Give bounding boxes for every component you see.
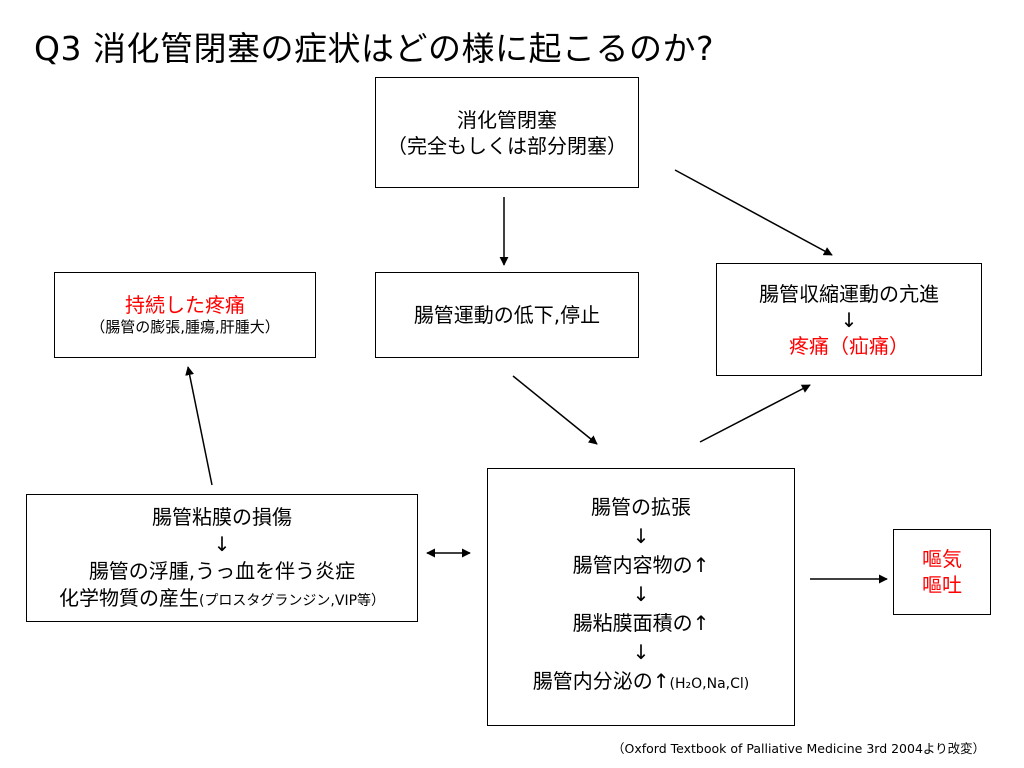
blockage-label: 消化管閉塞 xyxy=(457,107,557,132)
down-arrow-icon: ↓ xyxy=(632,524,650,548)
secretion-increase-main: 腸管内分泌の↑ xyxy=(532,669,670,693)
chemical-production-main: 化学物質の産生 xyxy=(58,586,199,610)
down-arrow-icon: ↓ xyxy=(632,640,650,664)
contents-increase-label: 腸管内容物の↑ xyxy=(572,553,710,577)
arrow-motility-to-dilation xyxy=(512,375,598,445)
arrow-mucosa-to-pain xyxy=(185,366,213,486)
citation-source: （Oxford Textbook of Palliative Medicine … xyxy=(612,741,986,756)
contraction-label: 腸管収縮運動の亢進 xyxy=(759,281,939,306)
arrow-dilation-to-contraction xyxy=(699,384,811,443)
box-mucosal-damage: 腸管粘膜の損傷 ↓ 腸管の浮腫,うっ血を伴う炎症 化学物質の産生(プロスタグラン… xyxy=(26,494,418,622)
inflammation-label: 腸管の浮腫,うっ血を伴う炎症 xyxy=(88,559,356,583)
pain-label: 持続した疼痛 xyxy=(125,293,245,318)
mucosa-label: 腸管粘膜の損傷 xyxy=(152,505,292,529)
down-arrow-icon: ↓ xyxy=(632,582,650,606)
chemical-production-detail: (プロスタグランジン,VIP等） xyxy=(198,593,386,609)
secretion-increase-label: 腸管内分泌の↑(H₂O,Na,Cl) xyxy=(533,667,749,696)
box-persistent-pain: 持続した疼痛 （腸管の膨張,腫瘍,肝腫大） xyxy=(54,272,316,358)
arrow-blockage-to-contraction xyxy=(674,169,833,256)
motility-label: 腸管運動の低下,停止 xyxy=(413,303,601,327)
box-bowel-dilation: 腸管の拡張 ↓ 腸管内容物の↑ ↓ 腸粘膜面積の↑ ↓ 腸管内分泌の↑(H₂O,… xyxy=(487,468,795,726)
chemical-production-label: 化学物質の産生(プロスタグランジン,VIP等） xyxy=(59,585,385,612)
pain-sublabel: （腸管の膨張,腫瘍,肝腫大） xyxy=(90,318,280,337)
secretion-increase-detail: (H₂O,Na,Cl) xyxy=(669,676,750,692)
box-reduced-motility: 腸管運動の低下,停止 xyxy=(375,272,639,358)
down-arrow-icon: ↓ xyxy=(213,532,231,556)
dilation-label: 腸管の拡張 xyxy=(591,495,691,519)
box-nausea-vomiting: 嘔気 嘔吐 xyxy=(893,529,991,615)
vomiting-label: 嘔吐 xyxy=(922,573,962,597)
nausea-label: 嘔気 xyxy=(922,547,962,571)
mucosal-area-increase-label: 腸粘膜面積の↑ xyxy=(572,611,710,635)
blockage-sublabel: （完全もしくは部分閉塞） xyxy=(387,133,627,158)
box-increased-contraction: 腸管収縮運動の亢進 ↓ 疼痛（疝痛） xyxy=(716,263,982,376)
slide-title: Q3 消化管閉塞の症状はどの様に起こるのか? xyxy=(34,29,714,68)
colic-pain-label: 疼痛（疝痛） xyxy=(789,333,909,358)
box-bowel-obstruction: 消化管閉塞 （完全もしくは部分閉塞） xyxy=(375,77,639,188)
down-arrow-icon: ↓ xyxy=(840,307,858,332)
